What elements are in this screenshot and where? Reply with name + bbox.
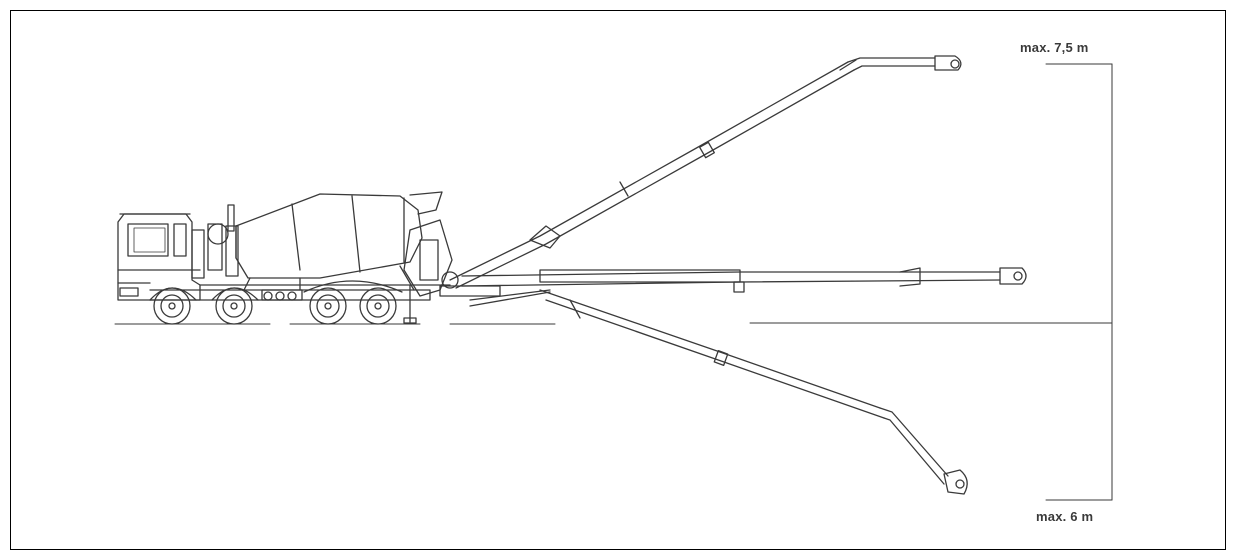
max-depth-label: max. 6 m — [1036, 509, 1094, 524]
boom-lowered — [539, 289, 968, 495]
max-height-label: max. 7,5 m — [1020, 40, 1089, 55]
boom-raised — [449, 55, 962, 289]
ground-lines — [114, 322, 1113, 325]
truck-cab — [117, 213, 205, 301]
truck-chassis — [149, 284, 451, 324]
mixer-drum — [207, 191, 443, 291]
pump-unit — [403, 219, 551, 307]
truck-wheels — [149, 280, 403, 325]
drawing-frame — [10, 10, 1226, 550]
boom-horizontal — [461, 267, 1027, 293]
height-dimension-line — [1045, 63, 1113, 501]
